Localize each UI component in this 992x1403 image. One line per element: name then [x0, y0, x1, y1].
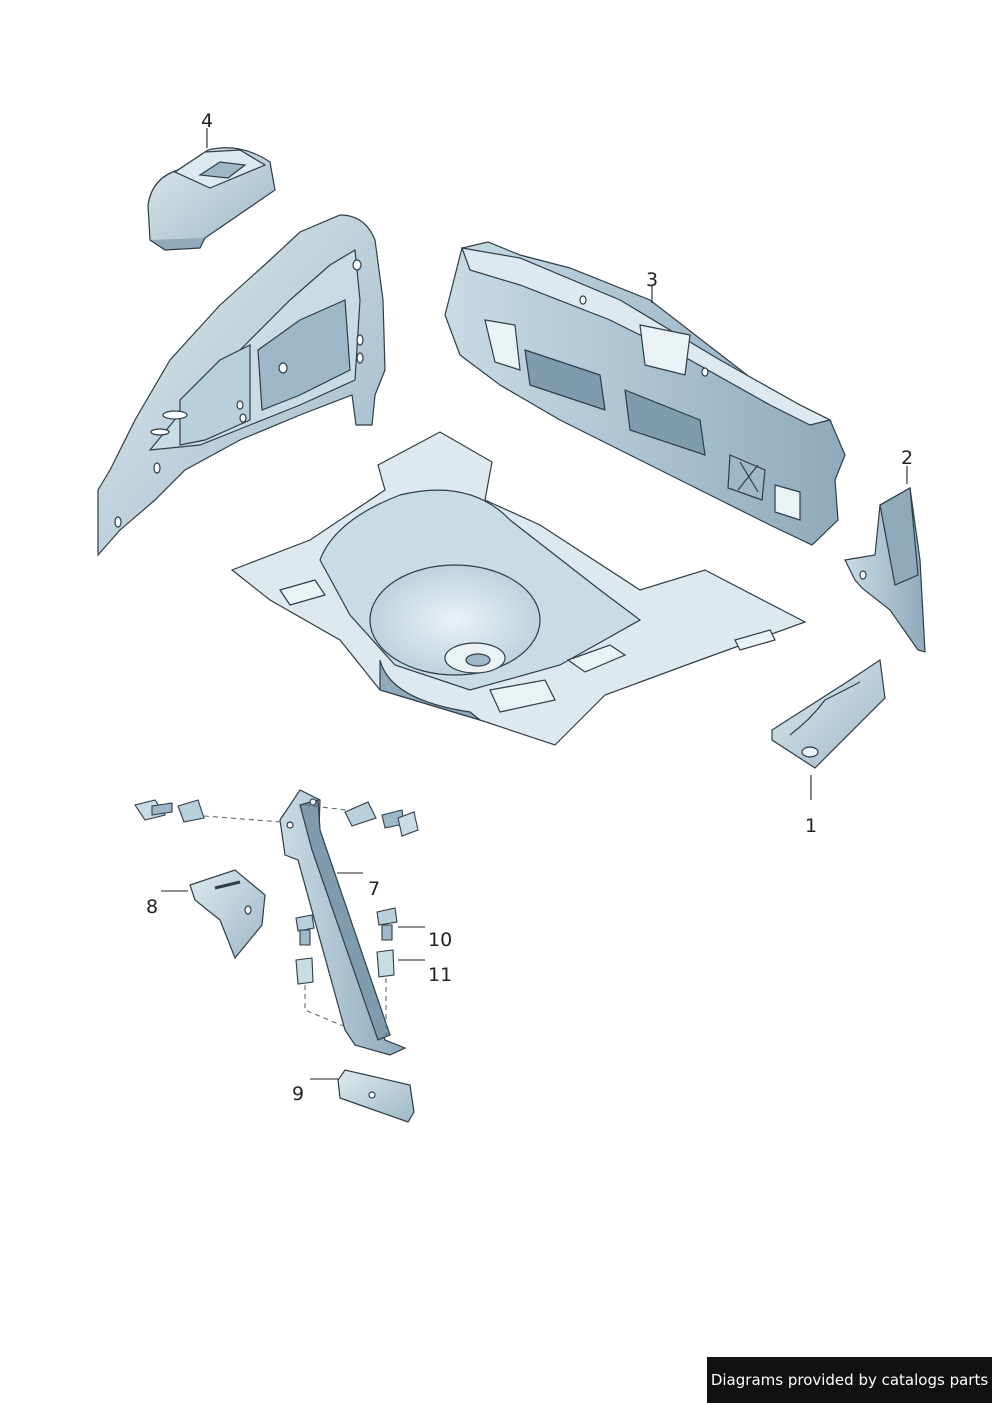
part-9-bracket: [337, 1069, 415, 1123]
callout-7: 7: [368, 878, 381, 900]
credit-badge: Diagrams provided by catalogs parts: [707, 1357, 992, 1403]
part-8-bracket: [189, 869, 266, 960]
part-4-bracket: [147, 147, 276, 251]
strut-top-fasteners: [134, 799, 419, 837]
boot-floor: [230, 431, 807, 746]
callout-1: 1: [805, 815, 818, 837]
callout-3: 3: [646, 269, 659, 291]
callout-leaders: [161, 128, 908, 1080]
parts-10-11-screws: [295, 907, 398, 1040]
callout-2: 2: [901, 447, 914, 469]
callout-11: 11: [428, 964, 453, 986]
part-7-strut: [279, 789, 407, 1056]
left-wheelhouse-panel: [97, 214, 386, 557]
callout-8: 8: [146, 896, 159, 918]
part-1-plate: [771, 658, 886, 769]
part-2-corner-panel: [844, 487, 926, 653]
callout-10: 10: [428, 929, 453, 951]
callout-9: 9: [292, 1083, 305, 1105]
part-3-rear-panel: [444, 241, 846, 546]
callout-4: 4: [201, 110, 214, 132]
